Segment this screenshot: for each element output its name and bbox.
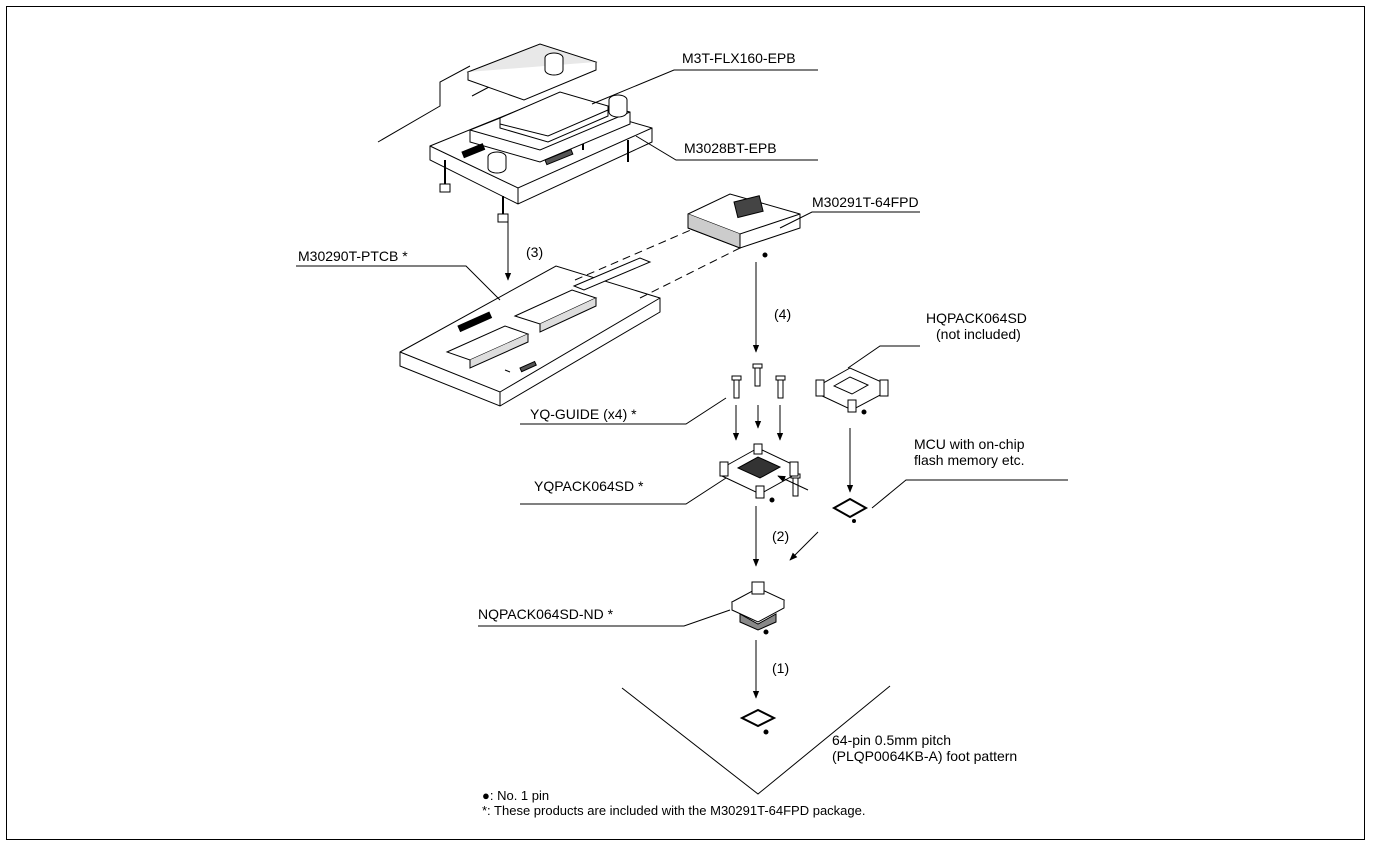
assembly-arrows (504, 222, 854, 699)
fpd-board (574, 193, 801, 299)
ptcb-board (399, 257, 661, 407)
mcu-chip (831, 497, 869, 523)
nqpack-socket (730, 581, 786, 635)
step-1-label: (1) (772, 660, 790, 676)
yqpack-label: YQPACK064SD * (534, 478, 644, 494)
hqpack-socket (815, 367, 889, 415)
step-3-label: (3) (526, 244, 544, 260)
hqpack-label: HQPACK064SD (926, 310, 1027, 326)
emulator-board-stack (377, 43, 653, 223)
fpd-board-label: M30291T-64FPD (812, 194, 919, 210)
leader-lines (296, 69, 1068, 627)
ptcb-board-label: M30290T-PTCB * (298, 248, 408, 264)
nqpack-label: NQPACK064SD-ND * (478, 606, 614, 622)
step-4-label: (4) (774, 306, 792, 322)
step-2-label: (2) (772, 528, 790, 544)
legend-pin1: ●: No. 1 pin (482, 788, 550, 803)
legend-included: *: These products are included with the … (482, 803, 866, 818)
yq-guide-label: YQ-GUIDE (x4) * (530, 406, 637, 422)
foot-pattern-line1: 64-pin 0.5mm pitch (832, 732, 952, 748)
yqpack-socket (719, 443, 799, 503)
flx-board-label: M3T-FLX160-EPB (682, 50, 796, 66)
mcu-label-line2: flash memory etc. (914, 452, 1025, 468)
hqpack-note: (not included) (936, 326, 1021, 342)
target-board (621, 685, 891, 795)
figure-frame (6, 6, 1365, 840)
foot-pattern-line2: (PLQP0064KB-A) foot pattern (832, 748, 1018, 764)
emu-board-label: M3028BT-EPB (684, 140, 777, 156)
mcu-label-line1: MCU with on-chip (914, 436, 1025, 452)
